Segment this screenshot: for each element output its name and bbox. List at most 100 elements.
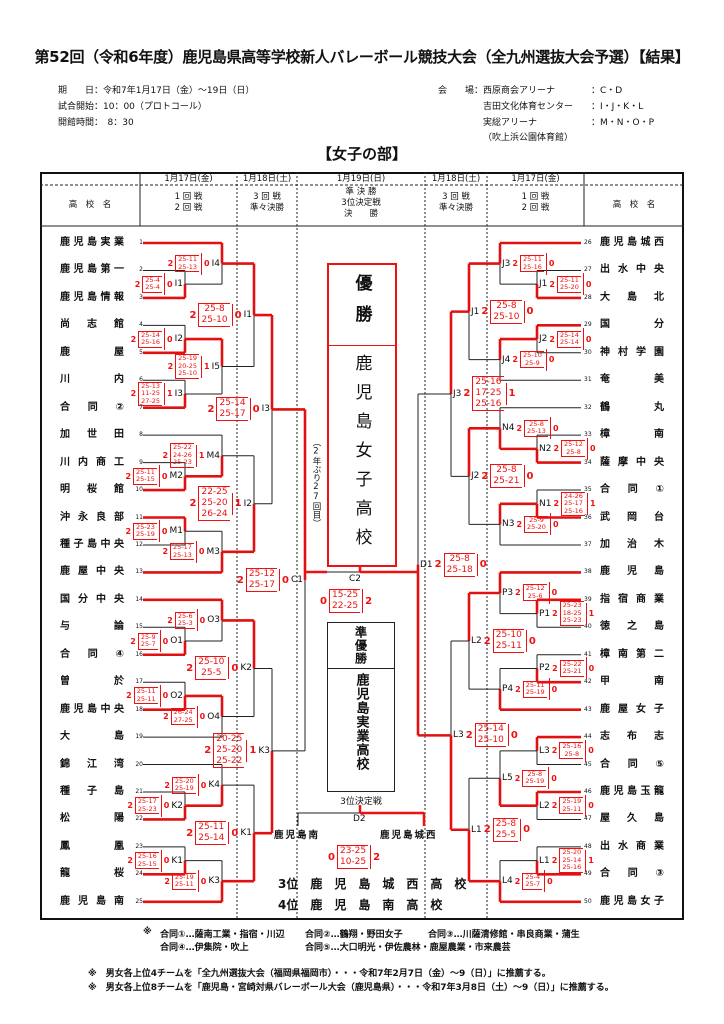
- team-name: 樟南: [600, 429, 664, 441]
- sets-won: 2: [514, 876, 521, 886]
- sets-won: 2: [516, 423, 523, 433]
- set-score: 25-14: [559, 330, 579, 339]
- bracket-right: [362, 589, 364, 613]
- set-score: 25-10: [522, 351, 542, 360]
- sets-lost: 0: [252, 403, 260, 415]
- header-rounds-right-34: 3 回 戦 準々決勝: [438, 192, 473, 213]
- set-score: 25-12: [564, 440, 583, 449]
- match-label: I3: [174, 388, 183, 399]
- match-label: M1: [169, 526, 184, 537]
- set-score: 25-7: [140, 640, 156, 649]
- sets-lost: 1: [588, 609, 595, 619]
- seed-number: 45: [584, 760, 592, 768]
- champion-school: 鹿児島女子高校: [351, 354, 372, 557]
- seed-number: 16: [135, 650, 143, 658]
- team-name: 川内: [60, 374, 124, 386]
- recommend-note-2: ※ 男女各上位8チームを「鹿児島・宮崎対県バレーボール大会（鹿児島県）・・・令和…: [88, 983, 614, 993]
- venue-1-courts: ：C・D: [591, 86, 623, 96]
- set-score: 25-16: [562, 742, 582, 751]
- champion-title: 優勝: [351, 274, 372, 336]
- set-score: 25-20: [174, 776, 194, 785]
- bracket-right: [160, 849, 162, 872]
- team-name: 鹿児島玉龍: [600, 786, 664, 797]
- sets-lost: 0: [161, 471, 168, 481]
- set-score: 25-10: [198, 657, 225, 668]
- seed-number: 46: [584, 788, 592, 795]
- seed-number: 1: [139, 239, 143, 246]
- venue-2-courts: ：I・J・K・L: [591, 102, 644, 112]
- sets-won: 2: [514, 773, 521, 783]
- set-score: 25-11: [136, 694, 156, 703]
- team-name: 鳳凰: [60, 840, 124, 852]
- match-label: J1: [539, 279, 548, 290]
- seed-number: 24: [135, 870, 143, 878]
- set-score: 25-17: [248, 580, 276, 591]
- seed-number: 40: [584, 623, 592, 631]
- bracket-right: [164, 328, 166, 351]
- set-score: 25-19: [525, 688, 545, 697]
- match-label: O3: [207, 615, 220, 626]
- team-name: 出水中央: [600, 264, 664, 276]
- sets-won: 2: [553, 444, 560, 454]
- set-score: 25-17: [564, 499, 583, 508]
- sets-won: 2: [483, 635, 491, 647]
- set-score: 25-19: [562, 797, 582, 806]
- team-name: 神村学園: [600, 346, 664, 358]
- team-name: 武岡台: [600, 511, 664, 523]
- seed-number: 23: [135, 842, 143, 850]
- set-score: 25-23: [136, 522, 155, 531]
- set-score: 25-11: [198, 822, 225, 833]
- match-label: D1: [420, 559, 433, 570]
- team-name: 鹿児島第一: [60, 264, 124, 276]
- set-score: 25-20: [201, 498, 228, 509]
- sets-lost: 0: [547, 876, 553, 886]
- seed-number: 20: [135, 760, 143, 768]
- runner-up-title: 準優勝: [353, 626, 368, 665]
- seed-number: 47: [584, 815, 592, 823]
- seed-number: 22: [135, 815, 143, 823]
- sets-lost: 0: [200, 876, 207, 886]
- final-label: C2: [349, 574, 362, 584]
- team-name: 出水商業: [600, 840, 664, 852]
- set-score: 22-25: [201, 487, 228, 498]
- sets-lost: 0: [282, 574, 289, 586]
- team-name: 大島北: [600, 291, 664, 303]
- bracket-right: [505, 382, 507, 405]
- team-name: 徳之島: [600, 621, 664, 633]
- sets-won: 2: [134, 279, 141, 289]
- sets-lost: 0: [526, 470, 534, 482]
- set-score: 25-20: [559, 283, 579, 292]
- set-score: 25-10: [201, 315, 228, 326]
- sets-won: 2: [463, 388, 471, 400]
- bracket-right: [520, 818, 522, 841]
- match-label: I2: [243, 498, 252, 509]
- sets-lost: 1: [167, 389, 173, 399]
- set-score: 25-13: [527, 427, 546, 436]
- team-name: 鹿児島南: [60, 895, 124, 907]
- set-score: 26-24: [201, 509, 228, 520]
- team-name: 屋久島: [600, 813, 664, 825]
- sets-lost: 0: [234, 309, 242, 321]
- team-name: 与論: [60, 621, 124, 633]
- set-score: 25-20: [216, 745, 243, 756]
- team-name: 鹿児島情報: [60, 291, 124, 303]
- bracket-right: [585, 794, 587, 817]
- bracket-right: [246, 739, 248, 762]
- seed-number: 37: [584, 540, 592, 548]
- sets-lost: 0: [551, 773, 557, 783]
- venue-3: 実総アリーナ: [483, 118, 538, 128]
- sets-won: 2: [481, 306, 489, 318]
- set-score: 25-11: [174, 880, 194, 889]
- set-score: 25-8: [564, 749, 580, 758]
- match-label: M3: [206, 546, 221, 557]
- set-score: 25-19: [174, 872, 194, 881]
